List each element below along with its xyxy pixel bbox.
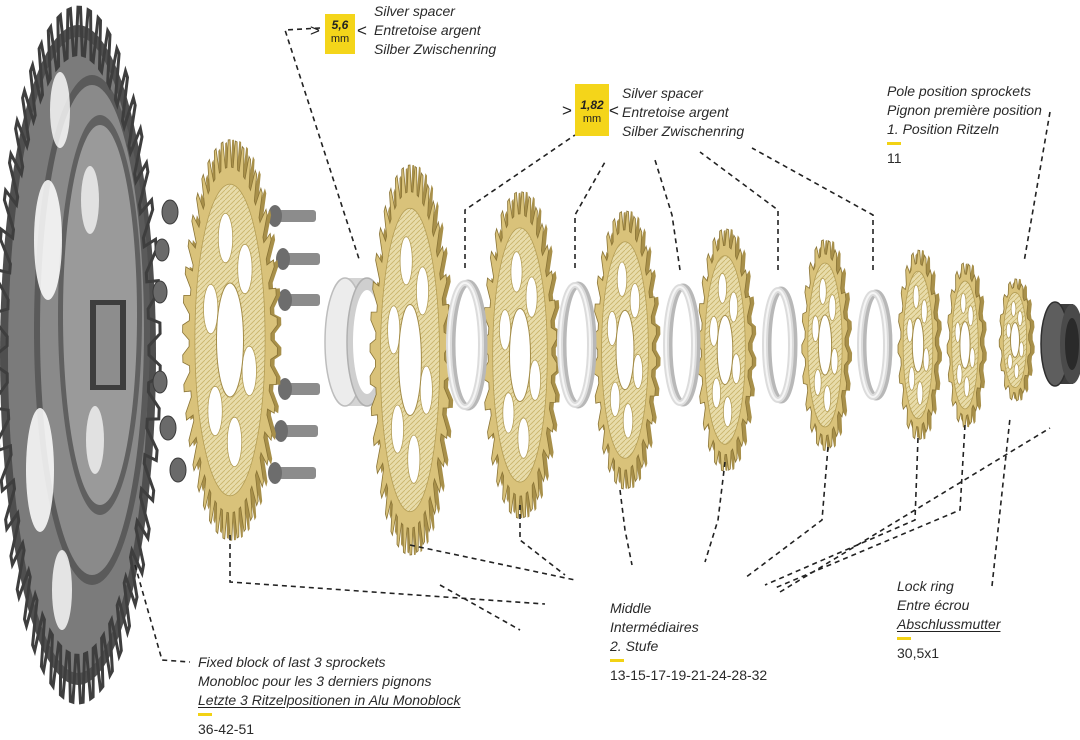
sprocket-set <box>182 139 1035 556</box>
leader-middle-6 <box>764 437 919 586</box>
lock-ring <box>1040 301 1080 387</box>
fixed-block-teeth <box>0 5 162 705</box>
leader-middle-9 <box>439 584 521 631</box>
bolt <box>268 462 316 484</box>
label-line-en: Pole position sprockets <box>887 83 1031 99</box>
lock-ring-value: 30,5x1 <box>897 645 940 661</box>
label-line-de: Silber Zwischenring <box>622 123 745 139</box>
label-line-de: Abschlussmutter <box>897 616 1001 632</box>
yellow-dash <box>198 713 212 716</box>
leader-middle-8 <box>229 535 546 605</box>
gold-sprocket <box>369 164 454 556</box>
yellow-dash <box>610 659 624 662</box>
leader-spacer-small-5 <box>751 147 874 270</box>
label-line-de: Silber Zwischenring <box>374 41 497 57</box>
spacer-large-unit: mm <box>330 33 350 45</box>
nut <box>159 415 177 441</box>
gold-sprocket <box>592 210 661 490</box>
middle-label: Middle Intermédiaires 2. Stufe 13-15-17-… <box>610 599 767 685</box>
yellow-dash <box>897 637 911 640</box>
nut <box>152 370 168 394</box>
gold-sprocket <box>801 239 853 451</box>
leader-pole-position <box>1023 111 1051 263</box>
label-line-fr: Intermédiaires <box>610 619 699 635</box>
spacer-small-value: 1,82 <box>580 98 604 112</box>
label-line-en: Lock ring <box>897 578 954 594</box>
nut <box>154 238 170 262</box>
thin-spacer <box>446 279 488 411</box>
leader-middle-1 <box>409 544 576 581</box>
pole-position-value: 11 <box>887 150 902 166</box>
bolt <box>278 289 320 311</box>
lock-ring-label: Lock ring Entre écrou Abschlussmutter 30… <box>897 577 1000 663</box>
arrow-right-icon: > <box>562 101 572 120</box>
spacer-large-label: Silver spacer Entretoise argent Silber Z… <box>374 2 496 59</box>
middle-value: 13-15-17-19-21-24-28-32 <box>610 667 768 683</box>
leader-spacer-small-2 <box>574 161 606 268</box>
fixed-block-value: 36-42-51 <box>198 721 255 737</box>
leader-lines <box>134 27 1051 663</box>
nut <box>152 280 168 304</box>
spacer-large-badge: 5,6 mm <box>325 14 355 54</box>
thin-spacer <box>663 283 701 407</box>
label-line-de: Letzte 3 Ritzelpositionen in Alu Monoblo… <box>198 692 461 708</box>
label-line-fr: Entretoise argent <box>374 22 481 38</box>
spacer-small-label: Silver spacer Entretoise argent Silber Z… <box>622 84 744 141</box>
label-line-de: 1. Position Ritzeln <box>887 121 1000 137</box>
leader-spacer-large <box>283 27 361 263</box>
arrow-left-icon: < <box>609 101 619 120</box>
leader-middle-2 <box>519 505 566 576</box>
bolt <box>274 420 318 442</box>
label-line-fr: Entre écrou <box>897 597 970 613</box>
nut <box>169 457 187 483</box>
fixing-nuts <box>152 199 187 483</box>
fixing-bolts <box>268 205 320 484</box>
fixed-block-monobloc <box>0 25 156 685</box>
leader-spacer-small-3 <box>654 159 681 271</box>
gold-sprocket <box>998 278 1035 402</box>
arrow-right-icon: > <box>310 21 320 40</box>
label-line-en: Middle <box>610 600 652 616</box>
spacer-large-value: 5,6 <box>331 18 349 32</box>
gold-sprocket <box>182 139 282 541</box>
bolt <box>268 205 316 227</box>
thin-spacers <box>446 279 893 411</box>
thin-spacer <box>762 286 798 404</box>
thin-spacer <box>857 289 893 401</box>
pole-position-label: Pole position sprockets Pignon première … <box>887 82 1042 168</box>
label-line-de: 2. Stufe <box>610 638 659 654</box>
nut <box>161 199 179 225</box>
yellow-dash <box>887 142 901 145</box>
thin-spacer <box>557 281 597 409</box>
leader-middle-5 <box>744 446 829 579</box>
leader-lock-ring-a <box>991 417 1011 587</box>
bolt <box>276 248 320 270</box>
leader-spacer-small-1 <box>464 134 576 268</box>
label-line-en: Silver spacer <box>622 85 703 101</box>
label-line-en: Fixed block of last 3 sprockets <box>198 654 386 670</box>
label-line-en: Silver spacer <box>374 3 455 19</box>
leader-spacer-small-4 <box>699 151 779 270</box>
label-line-fr: Entretoise argent <box>622 104 729 120</box>
spacer-small-unit: mm <box>582 113 602 125</box>
spacer-small-badge: 1,82 mm <box>575 84 609 136</box>
leader-fixed-block <box>134 564 191 663</box>
label-line-fr: Monobloc pour les 3 derniers pignons <box>198 673 432 689</box>
leader-middle-4 <box>704 461 726 563</box>
fixed-block-label: Fixed block of last 3 sprockets Monobloc… <box>198 653 461 739</box>
bolt <box>278 378 320 400</box>
gold-sprocket <box>897 249 942 441</box>
gold-sprocket <box>482 191 561 519</box>
leader-middle-3 <box>619 489 633 566</box>
gold-sprocket <box>697 228 757 472</box>
arrow-left-icon: < <box>357 21 367 40</box>
leader-middle-7 <box>774 424 966 589</box>
label-line-fr: Pignon première position <box>887 102 1042 118</box>
gold-sprocket <box>946 262 987 428</box>
block-teeth-outline <box>0 5 162 705</box>
